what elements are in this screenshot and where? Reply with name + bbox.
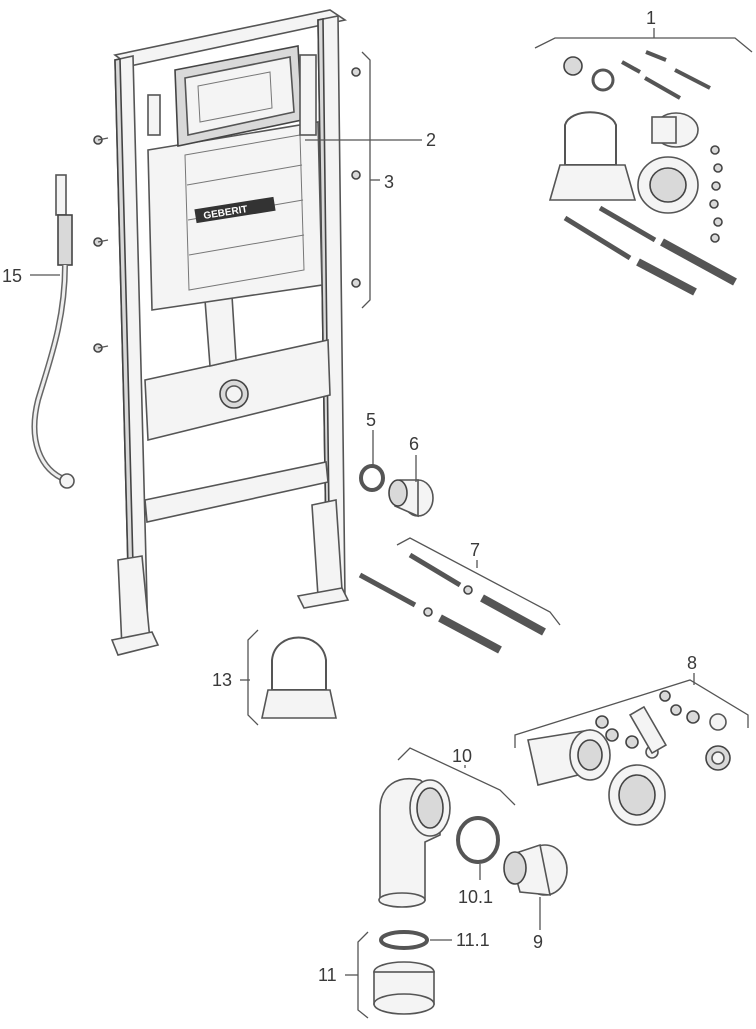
threaded-rods (358, 537, 561, 654)
callout-11: 11 (318, 965, 337, 985)
drain-adapter (357, 930, 435, 1019)
callout-5: 5 (366, 410, 376, 430)
frame-screws-right (351, 51, 371, 309)
leader-lines (30, 28, 695, 976)
callout-13: 13 (212, 670, 232, 690)
seal-and-sleeve (359, 464, 434, 518)
callout-9: 9 (533, 932, 543, 952)
connector-bracket (247, 629, 337, 726)
fixing-set (534, 37, 753, 296)
callout-7: 7 (470, 540, 480, 560)
callout-8: 8 (687, 653, 697, 673)
callout-6: 6 (409, 434, 419, 454)
pan-connector-set (514, 679, 749, 826)
pan-connector-bend (378, 747, 568, 908)
callout-2: 2 (426, 130, 436, 150)
callout-10: 10 (452, 746, 472, 766)
callout-labels: 1 2 3 5 6 7 8 9 10 10.1 11 11.1 13 15 (2, 8, 697, 985)
callout-10-1: 10.1 (458, 887, 493, 907)
callout-15: 15 (2, 266, 22, 286)
frame-screws-left (93, 135, 109, 353)
callout-3: 3 (384, 172, 394, 192)
callout-1: 1 (646, 8, 656, 28)
flexible-hose (31, 174, 75, 489)
callout-11-1: 11.1 (456, 930, 490, 950)
installation-frame: GEBERIT (110, 9, 350, 656)
